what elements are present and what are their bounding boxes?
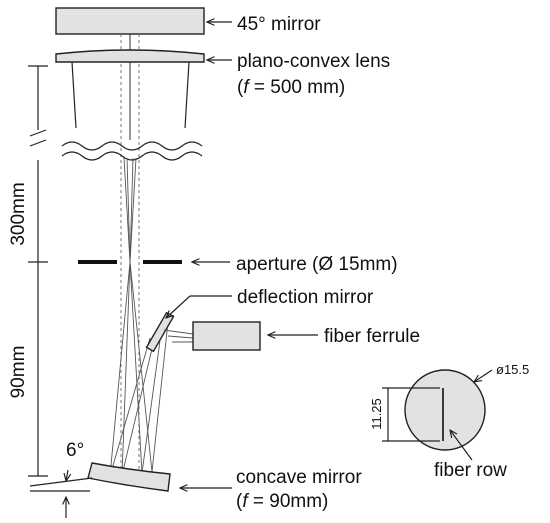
ferrule-cross-section [404, 369, 486, 451]
dim-break-marks [29, 129, 47, 147]
diverging-rays [109, 261, 153, 477]
label-diameter: ø15.5 [496, 362, 529, 377]
arrow-diam [474, 369, 493, 382]
label-45-mirror: 45° mirror [237, 14, 321, 35]
angle-arrow-top [66, 469, 68, 481]
label-angle-6: 6° [66, 440, 84, 461]
arrow-deflection [166, 295, 191, 318]
label-lens-line2: (f = 500 mm) [237, 77, 345, 98]
label-aperture: aperture (Ø 15mm) [236, 254, 398, 275]
label-fiber-ferrule: fiber ferrule [324, 326, 420, 347]
plano-convex-lens-shape [55, 49, 205, 63]
arrow-fiber-row [450, 430, 473, 461]
tube-side-left [71, 61, 77, 129]
label-concave-fval: = 90mm) [248, 491, 329, 512]
label-300mm: 300mm [8, 182, 29, 245]
label-lens-line1: plano-convex lens [237, 51, 390, 72]
label-fiber-row: fiber row [434, 460, 507, 481]
label-lens-fval: = 500 mm) [249, 77, 346, 98]
label-concave-line2: (f = 90mm) [236, 491, 328, 512]
break-line-top [61, 141, 203, 151]
deflection-mirror-shape [145, 311, 175, 353]
reflected-rays [109, 321, 169, 477]
concave-mirror-shape [87, 462, 171, 492]
label-lens-f: f [243, 77, 250, 98]
label-concave-line1: concave mirror [236, 467, 362, 488]
label-concave-f: f [242, 491, 249, 512]
angle-ref-line [29, 477, 93, 487]
label-deflection-mirror: deflection mirror [237, 287, 374, 308]
converging-rays [123, 157, 137, 263]
fiber-ferrule-shape [192, 321, 261, 351]
ferrule-rays [163, 329, 194, 343]
label-height: 11.25 [369, 398, 384, 430]
mirror-45-shape [55, 7, 205, 35]
label-90mm: 90mm [8, 346, 29, 399]
tube-side-right [184, 61, 190, 129]
break-line-bottom [61, 151, 203, 161]
